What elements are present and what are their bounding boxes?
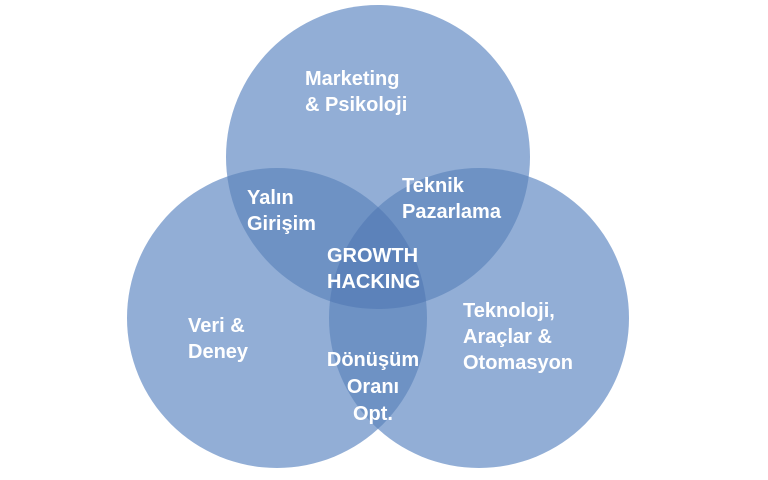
- label-line: Oranı: [346, 376, 400, 398]
- label-line: Pazarlama: [402, 201, 501, 223]
- label-line: Deney: [188, 341, 249, 363]
- overlap-growth-hacking-center: [329, 168, 427, 309]
- label-line: Teknoloji,: [463, 300, 555, 322]
- label-growth-hacking: GROWTH HACKING: [327, 243, 420, 295]
- label-line: Yalın: [247, 187, 294, 209]
- label-line: Dönüşüm: [326, 349, 420, 371]
- label-teknoloji-araclar-otomasyon: Teknoloji, Araçlar & Otomasyon: [463, 298, 573, 376]
- label-line: Araçlar &: [463, 326, 552, 348]
- label-line: Girişim: [247, 213, 316, 235]
- label-line: & Psikoloji: [305, 94, 408, 116]
- label-line: HACKING: [327, 271, 421, 293]
- label-yalin-girisim: Yalın Girişim: [247, 185, 316, 237]
- label-line: Otomasyon: [463, 352, 574, 374]
- label-line: Veri &: [188, 315, 245, 337]
- label-line: Marketing: [305, 68, 400, 90]
- label-veri-deney: Veri & Deney: [188, 313, 248, 365]
- label-teknik-pazarlama: Teknik Pazarlama: [402, 173, 501, 225]
- label-line: GROWTH: [327, 245, 419, 267]
- label-marketing-psikoloji: Marketing & Psikoloji: [305, 66, 407, 118]
- label-donusum-orani-opt: Dönüşüm Oranı Opt.: [314, 347, 432, 428]
- label-line: Opt.: [353, 403, 393, 425]
- label-line: Teknik: [402, 175, 464, 197]
